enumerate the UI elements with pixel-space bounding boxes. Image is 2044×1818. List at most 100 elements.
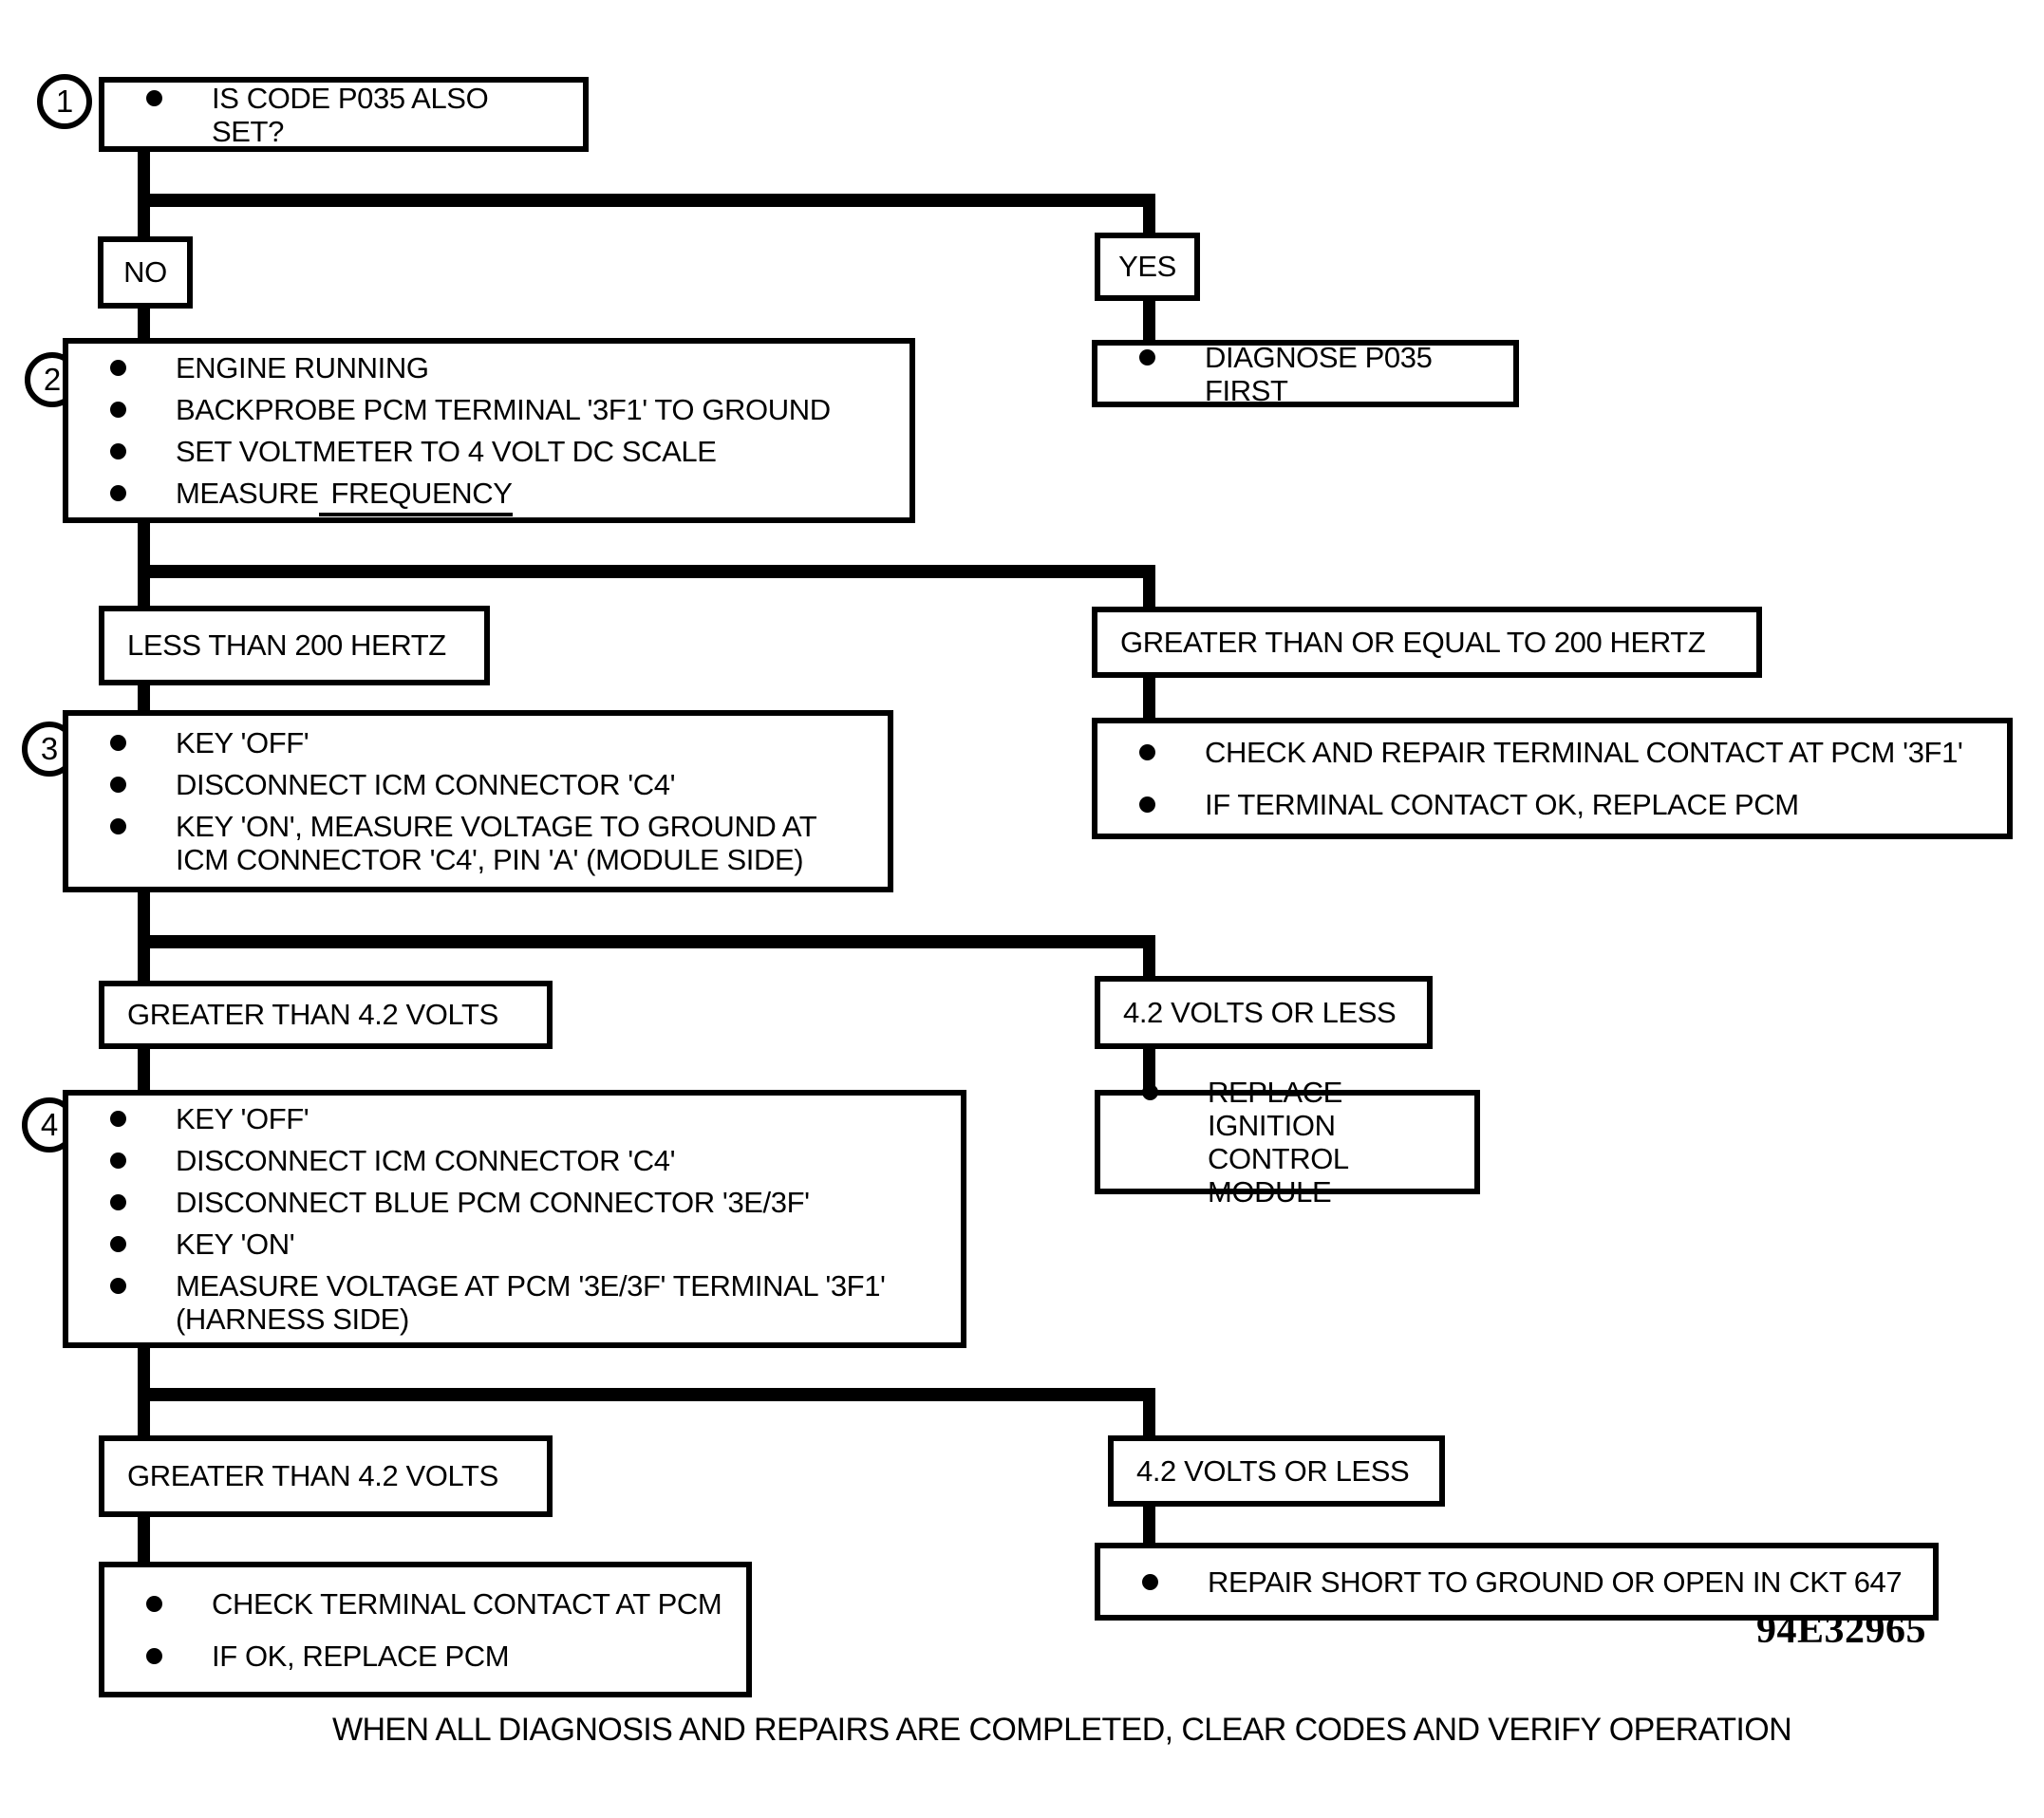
list-item: IF TERMINAL CONTACT OK, REPLACE PCM xyxy=(1139,788,1990,821)
list-item: DIAGNOSE P035 FIRST xyxy=(1139,341,1496,407)
bullet-icon xyxy=(110,777,126,793)
step2-item-2: BACKPROBE PCM TERMINAL '3F1' TO GROUND xyxy=(176,393,831,426)
connector-le42a-to-replace xyxy=(1143,1049,1155,1090)
step3-item-3: KEY 'ON', MEASURE VOLTAGE TO GROUND AT I… xyxy=(176,810,817,876)
step4-item-1: KEY 'OFF' xyxy=(176,1102,309,1135)
repair-short-text: REPAIR SHORT TO GROUND OR OPEN IN CKT 64… xyxy=(1208,1565,1903,1599)
gt-42-label-2: GREATER THAN 4.2 VOLTS xyxy=(127,1459,498,1492)
bullet-icon xyxy=(110,360,126,376)
node-check-repair-pcm: CHECK AND REPAIR TERMINAL CONTACT AT PCM… xyxy=(1092,718,2013,839)
diagnose-text: DIAGNOSE P035 FIRST xyxy=(1205,340,1433,407)
bullet-icon xyxy=(1139,797,1155,813)
bullet-icon xyxy=(146,1595,162,1612)
figure-code: 94E32965 xyxy=(1756,1608,1927,1652)
list-item: ENGINE RUNNING xyxy=(110,351,892,384)
bullet-icon xyxy=(110,735,126,751)
connector-branch4-horizontal xyxy=(138,1388,1155,1401)
list-item: BACKPROBE PCM TERMINAL '3F1' TO GROUND xyxy=(110,393,892,426)
list-item: DISCONNECT ICM CONNECTOR 'C4' xyxy=(110,768,871,801)
step4-item-2: DISCONNECT ICM CONNECTOR 'C4' xyxy=(176,1144,676,1177)
connector-branch2-horizontal xyxy=(138,565,1155,578)
check-terminal-item-2: IF OK, REPLACE PCM xyxy=(212,1639,510,1673)
list-item: SET VOLTMETER TO 4 VOLT DC SCALE xyxy=(110,435,892,468)
connector-yes-to-diagnose xyxy=(1143,301,1155,340)
connector-step2-down xyxy=(138,523,150,606)
bullet-icon xyxy=(110,1153,126,1169)
bullet-icon xyxy=(110,1236,126,1252)
connector-branch2-high-leg xyxy=(1143,565,1155,607)
list-item: IF OK, REPLACE PCM xyxy=(146,1640,729,1673)
branch-label-gt-42-volts-1: GREATER THAN 4.2 VOLTS xyxy=(99,981,553,1049)
branch-label-no: NO xyxy=(98,236,193,309)
node-repair-short-ckt647: REPAIR SHORT TO GROUND OR OPEN IN CKT 64… xyxy=(1095,1543,1939,1621)
branch-label-yes: YES xyxy=(1095,233,1200,301)
connector-branch3-low-leg xyxy=(1143,935,1155,976)
bullet-icon xyxy=(110,1111,126,1127)
check-repair-item-2: IF TERMINAL CONTACT OK, REPLACE PCM xyxy=(1205,788,1799,821)
list-item: KEY 'OFF' xyxy=(110,1102,944,1135)
bullet-icon xyxy=(110,1278,126,1294)
step-number: 1 xyxy=(55,84,74,119)
branch-label-less-200-hertz: LESS THAN 200 HERTZ xyxy=(99,606,490,685)
step4-item-5: MEASURE VOLTAGE AT PCM '3E/3F' TERMINAL … xyxy=(176,1269,886,1336)
step-number: 4 xyxy=(40,1107,59,1142)
node-step4-actions: KEY 'OFF' DISCONNECT ICM CONNECTOR 'C4' … xyxy=(63,1090,966,1348)
node-diagnose-p035: DIAGNOSE P035 FIRST xyxy=(1092,340,1519,407)
node-step1-question: IS CODE P035 ALSO SET? xyxy=(99,77,589,152)
list-item: DISCONNECT ICM CONNECTOR 'C4' xyxy=(110,1144,944,1177)
bullet-icon xyxy=(110,1194,126,1210)
branch-label-gt-42-volts-2: GREATER THAN 4.2 VOLTS xyxy=(99,1435,553,1517)
bullet-icon xyxy=(110,818,126,834)
branch-label-le-42-volts-2: 4.2 VOLTS OR LESS xyxy=(1108,1435,1445,1507)
connector-gt42a-to-step4 xyxy=(138,1049,150,1090)
step1-text: IS CODE P035 ALSO SET? xyxy=(212,81,489,148)
node-replace-icm: REPLACE IGNITION CONTROL MODULE xyxy=(1095,1076,1480,1209)
step3-item-1: KEY 'OFF' xyxy=(176,726,309,759)
list-item: CHECK TERMINAL CONTACT AT PCM xyxy=(146,1587,729,1621)
list-item: IS CODE P035 ALSO SET? xyxy=(146,82,566,148)
step4-item-4: KEY 'ON' xyxy=(176,1228,295,1261)
replace-icm-text: REPLACE IGNITION CONTROL MODULE xyxy=(1208,1076,1348,1209)
list-item: REPAIR SHORT TO GROUND OR OPEN IN CKT 64… xyxy=(1142,1565,1916,1599)
step-number: 2 xyxy=(43,362,62,397)
yes-label: YES xyxy=(1118,250,1176,283)
node-step2-actions: ENGINE RUNNING BACKPROBE PCM TERMINAL '3… xyxy=(63,338,915,523)
connector-branch4-low-leg xyxy=(1143,1388,1155,1435)
list-item: MEASURE VOLTAGE AT PCM '3E/3F' TERMINAL … xyxy=(110,1269,944,1336)
list-item: REPLACE IGNITION CONTROL MODULE xyxy=(1142,1076,1457,1209)
step-number: 3 xyxy=(40,731,59,766)
bullet-icon xyxy=(1139,348,1155,365)
ge-200-label: GREATER THAN OR EQUAL TO 200 HERTZ xyxy=(1120,625,1706,659)
bullet-icon xyxy=(1142,1084,1158,1100)
connector-branch3-horizontal xyxy=(138,935,1155,948)
frequency-underlined: FREQUENCY xyxy=(318,477,513,516)
list-item: KEY 'ON' xyxy=(110,1228,944,1261)
gt-42-label-1: GREATER THAN 4.2 VOLTS xyxy=(127,998,498,1031)
node-step3-actions: KEY 'OFF' DISCONNECT ICM CONNECTOR 'C4' … xyxy=(63,710,893,892)
bullet-icon xyxy=(146,1647,162,1664)
step2-item-3: SET VOLTMETER TO 4 VOLT DC SCALE xyxy=(176,435,717,468)
list-item: KEY 'ON', MEASURE VOLTAGE TO GROUND AT I… xyxy=(110,810,871,876)
connector-ge200-to-action xyxy=(1143,678,1155,718)
connector-branch1-horizontal xyxy=(138,194,1155,207)
step-circle-1: 1 xyxy=(37,74,92,129)
step2-item-1: ENGINE RUNNING xyxy=(176,351,429,384)
connector-le42b-to-repair xyxy=(1143,1507,1155,1543)
check-repair-item-1: CHECK AND REPAIR TERMINAL CONTACT AT PCM… xyxy=(1205,736,1963,769)
list-item: CHECK AND REPAIR TERMINAL CONTACT AT PCM… xyxy=(1139,736,1990,769)
bullet-icon xyxy=(110,402,126,418)
list-item: KEY 'OFF' xyxy=(110,726,871,759)
bullet-icon xyxy=(110,485,126,501)
branch-label-le-42-volts-1: 4.2 VOLTS OR LESS xyxy=(1095,976,1433,1049)
step4-item-3: DISCONNECT BLUE PCM CONNECTOR '3E/3F' xyxy=(176,1186,810,1219)
le-42-label-2: 4.2 VOLTS OR LESS xyxy=(1136,1453,1410,1488)
no-label: NO xyxy=(123,255,167,289)
branch-label-ge-200-hertz: GREATER THAN OR EQUAL TO 200 HERTZ xyxy=(1092,607,1762,678)
le-42-label-1: 4.2 VOLTS OR LESS xyxy=(1123,995,1397,1029)
connector-no-to-step2 xyxy=(138,309,150,338)
less-200-label: LESS THAN 200 HERTZ xyxy=(127,628,446,662)
bullet-icon xyxy=(1142,1573,1158,1590)
